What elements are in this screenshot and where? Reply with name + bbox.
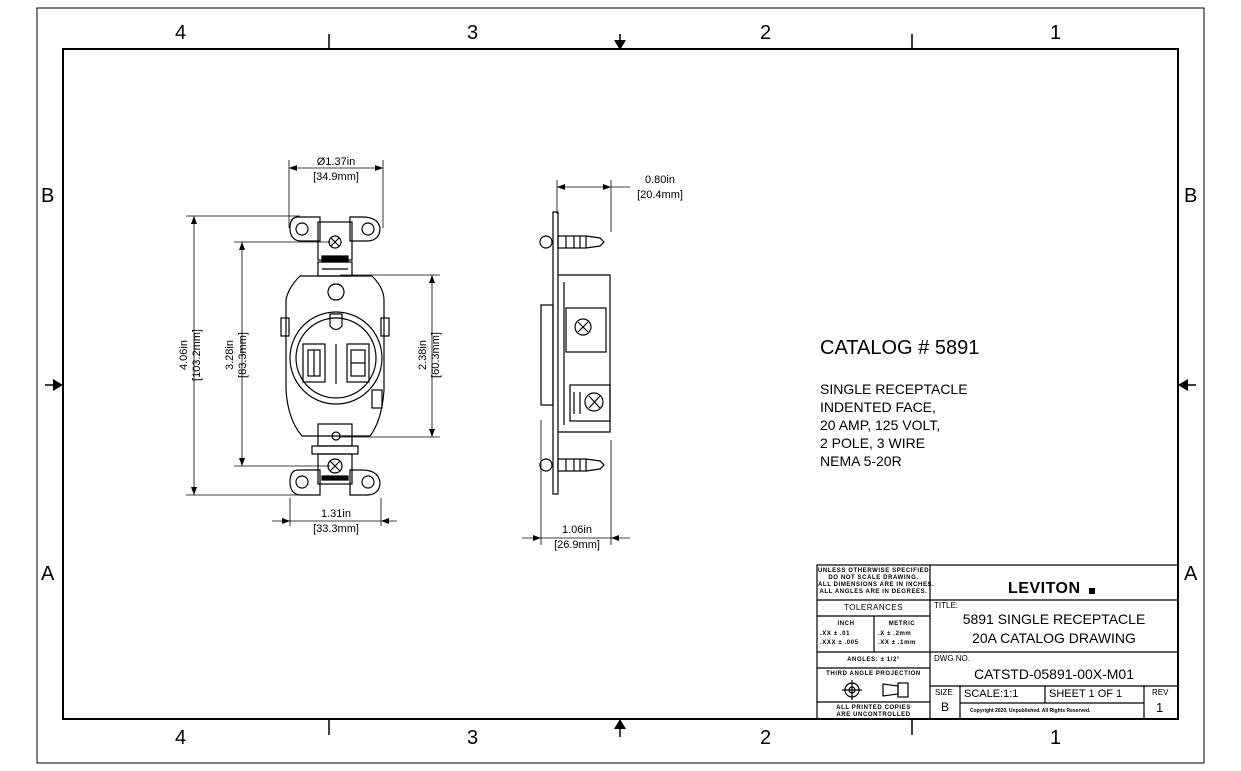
zone-bottom-3: 3 bbox=[467, 727, 479, 749]
inch-tolerance-1: .XX ± .01 bbox=[820, 631, 851, 637]
metric-tolerance-2: .XX ± .1mm bbox=[878, 640, 916, 646]
zone-bottom-2: 2 bbox=[760, 727, 772, 749]
dim-side-depth: 1.06in [26.9mm] bbox=[546, 524, 608, 552]
dim-strap-width-mm: [33.3mm] bbox=[313, 523, 359, 535]
description-line: INDENTED FACE, bbox=[820, 399, 936, 415]
centering-arrows bbox=[45, 34, 1196, 737]
drawing-title-line: 20A CATALOG DRAWING bbox=[972, 630, 1136, 646]
size-label: SIZE bbox=[935, 688, 953, 697]
note-line: UNLESS OTHERWISE SPECIFIED: bbox=[818, 568, 932, 574]
dim-mount-height-mm: [83.3mm] bbox=[237, 332, 249, 378]
description-line: 20 AMP, 125 VOLT, bbox=[820, 417, 941, 433]
size-value: B bbox=[941, 700, 950, 714]
zone-top-3: 3 bbox=[467, 22, 479, 44]
metric-tolerance-1: .X ± .2mm bbox=[878, 631, 912, 637]
dwg-label: DWG NO. bbox=[934, 654, 970, 663]
sheet-value: SHEET 1 OF 1 bbox=[1049, 688, 1123, 700]
dim-side-depth-in: 1.06in bbox=[562, 524, 592, 536]
leviton-logo: LEVITON bbox=[1008, 580, 1081, 597]
uncontrolled-line: ALL PRINTED COPIES bbox=[836, 705, 911, 711]
logo-dot bbox=[1089, 588, 1095, 594]
uncontrolled-line: ARE UNCONTROLLED bbox=[836, 712, 911, 718]
inch-tolerance-2: .XXX ± .005 bbox=[820, 640, 859, 646]
title-block bbox=[816, 564, 1179, 720]
zone-top-4: 4 bbox=[175, 22, 187, 44]
dim-mount-height: 3.28in [83.3mm] bbox=[224, 323, 250, 387]
dim-side-face-in: 0.80in bbox=[645, 174, 675, 186]
zone-left-a: A bbox=[41, 563, 55, 585]
tolerances-label: TOLERANCES bbox=[843, 603, 904, 612]
zone-left-b: B bbox=[41, 185, 55, 207]
dim-side-face: 0.80in [20.4mm] bbox=[630, 174, 690, 202]
general-notes: UNLESS OTHERWISE SPECIFIED: DO NOT SCALE… bbox=[818, 568, 935, 596]
zone-top-1: 1 bbox=[1050, 22, 1062, 44]
projection-label: THIRD ANGLE PROJECTION bbox=[826, 671, 921, 677]
zone-top-2: 2 bbox=[760, 22, 772, 44]
dim-body-height-in: 2.38in bbox=[417, 340, 429, 370]
dim-overall-height-in: 4.06in bbox=[178, 340, 190, 370]
dwg-number: CATSTD-05891-00X-M01 bbox=[973, 666, 1135, 682]
inch-label: INCH bbox=[837, 621, 855, 627]
zone-bottom-1: 1 bbox=[1050, 727, 1062, 749]
outer-border bbox=[36, 7, 1205, 764]
catalog-title: CATALOG # 5891 bbox=[820, 337, 980, 359]
side-view bbox=[539, 211, 611, 495]
drawing-title-line: 5891 SINGLE RECEPTACLE bbox=[962, 611, 1146, 627]
dim-mount-height-in: 3.28in bbox=[224, 340, 236, 370]
dim-strap-width: 1.31in [33.3mm] bbox=[306, 508, 366, 536]
dim-side-depth-mm: [26.9mm] bbox=[554, 539, 600, 551]
dim-overall-height: 4.06in [103.2mm] bbox=[178, 320, 204, 390]
description-line: SINGLE RECEPTACLE bbox=[820, 381, 968, 397]
title-label: TITLE: bbox=[934, 601, 959, 610]
front-dimension-lines bbox=[186, 160, 440, 526]
dim-body-height-mm: [60.3mm] bbox=[430, 332, 442, 378]
description-line: NEMA 5-20R bbox=[820, 453, 902, 469]
dim-front-width: Ø1.37in [34.9mm] bbox=[306, 156, 366, 184]
note-line: DO NOT SCALE DRAWING. bbox=[828, 575, 919, 581]
dim-strap-width-in: 1.31in bbox=[321, 508, 351, 520]
side-dimension-lines bbox=[522, 180, 630, 545]
rev-value: 1 bbox=[1156, 700, 1164, 715]
note-line: ALL DIMENSIONS ARE IN INCHES. bbox=[818, 582, 935, 588]
zone-right-b: B bbox=[1184, 185, 1198, 207]
rev-label: REV bbox=[1152, 688, 1169, 697]
dim-side-face-mm: [20.4mm] bbox=[637, 189, 683, 201]
scale-value: SCALE:1:1 bbox=[964, 688, 1019, 700]
front-view bbox=[280, 216, 390, 496]
dim-front-width-in: Ø1.37in bbox=[316, 156, 356, 168]
dim-body-height: 2.38in [60.3mm] bbox=[417, 323, 443, 387]
front-dimension-arrows bbox=[191, 165, 435, 524]
description-line: 2 POLE, 3 WIRE bbox=[820, 435, 926, 451]
uncontrolled-note: ALL PRINTED COPIES ARE UNCONTROLLED bbox=[818, 705, 929, 719]
drawing-title: 5891 SINGLE RECEPTACLE 20A CATALOG DRAWI… bbox=[930, 610, 1178, 648]
zone-ticks bbox=[328, 34, 913, 735]
angles-tolerance: ANGLES: ± 1/2° bbox=[847, 657, 900, 663]
dim-overall-height-mm: [103.2mm] bbox=[191, 329, 203, 381]
zone-right-a: A bbox=[1184, 563, 1198, 585]
side-dimension-arrows bbox=[533, 184, 619, 541]
metric-label: METRIC bbox=[888, 621, 916, 627]
note-line: ALL ANGLES ARE IN DEGREES. bbox=[819, 589, 928, 595]
copyright: Copyright 2020, Unpublished. All Rights … bbox=[970, 708, 1091, 714]
zone-bottom-4: 4 bbox=[175, 727, 187, 749]
catalog-description: SINGLE RECEPTACLE INDENTED FACE, 20 AMP,… bbox=[820, 380, 968, 470]
dim-front-width-mm: [34.9mm] bbox=[313, 171, 359, 183]
